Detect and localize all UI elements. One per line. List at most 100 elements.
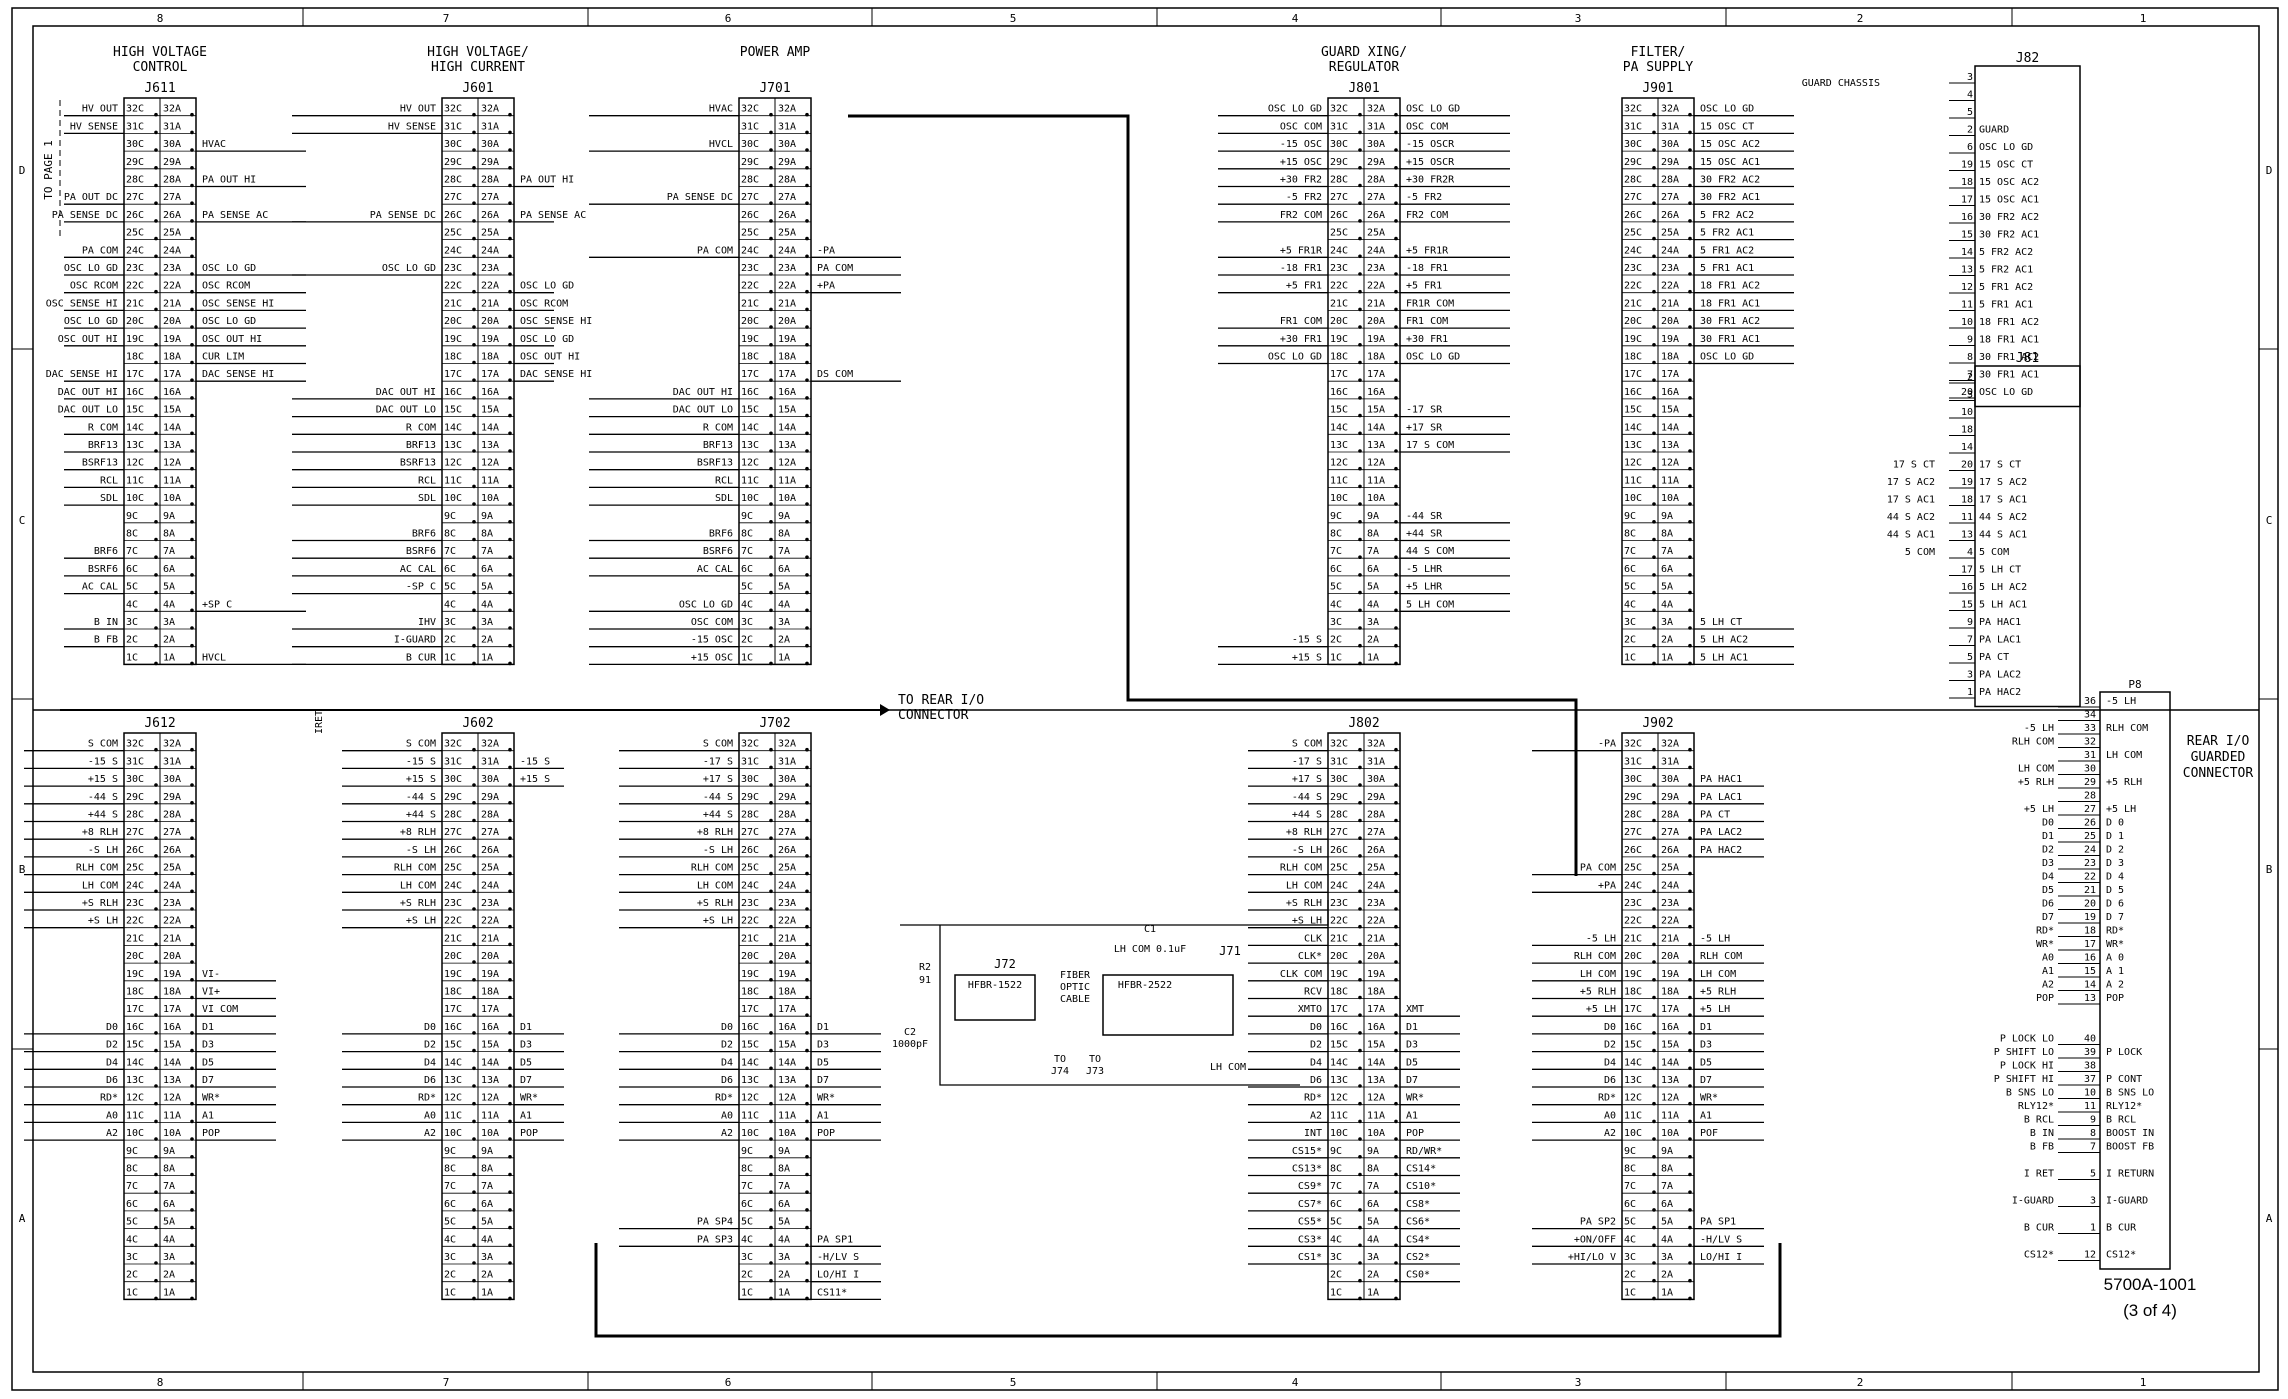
signal-label: D4: [721, 1057, 733, 1068]
pin-label-a: 19A: [1661, 969, 1679, 980]
signal-label: PA OUT HI: [520, 175, 574, 186]
pin-label-a: 11A: [481, 475, 499, 486]
zone-top-2: 2: [1857, 12, 1864, 25]
pin-label-c: 23C: [444, 898, 462, 909]
connector-title: FILTER/: [1631, 45, 1686, 60]
wire-label: I-GUARD: [2012, 1196, 2054, 1207]
wire-label: RLH COM: [2012, 737, 2054, 748]
signal-label: A2: [424, 1128, 436, 1139]
pin-label-c: 5C: [1624, 582, 1636, 593]
pin-number: 3: [1967, 390, 1973, 401]
signal-label: PA SP4: [697, 1217, 733, 1228]
pin-label-c: 7C: [1624, 546, 1636, 557]
pin-number: 18: [2084, 926, 2096, 937]
signal-label: -5 FR2: [1406, 192, 1442, 203]
wire-label: RLY12*: [2018, 1101, 2054, 1112]
pin-label-a: 9A: [481, 1146, 493, 1157]
pin-label-a: 13A: [1367, 440, 1385, 451]
signal-label: LH COM: [697, 880, 733, 891]
zone-left-A: A: [19, 1212, 26, 1225]
pin-label-a: 3A: [778, 617, 790, 628]
pin-label-c: 31C: [126, 756, 144, 767]
pin-label-c: 1C: [1330, 652, 1342, 663]
signal-label: +ON/OFF: [1574, 1234, 1616, 1245]
pin-label-c: 14C: [126, 1057, 144, 1068]
pin-label-a: 25A: [1661, 228, 1679, 239]
signal-label: BSRF6: [406, 546, 436, 557]
signal-label: RCL: [100, 475, 118, 486]
pin-label-a: 13A: [1367, 1075, 1385, 1086]
signal-label: -18 FR1: [1280, 263, 1322, 274]
pin-label-c: 10C: [126, 493, 144, 504]
pin-label-a: 14A: [1367, 1057, 1385, 1068]
signal-label: FR1 COM: [1280, 316, 1322, 327]
rear-io-label: CONNECTOR: [2183, 766, 2254, 781]
pin-label-a: 23A: [1367, 263, 1385, 274]
pin-label-a: 7A: [1661, 546, 1673, 557]
pin-number: 19: [2084, 912, 2096, 923]
wire-label: A0: [2042, 953, 2054, 964]
pin-label-c: 28C: [444, 175, 462, 186]
pin-label-c: 23C: [1624, 898, 1642, 909]
pin-label-c: 14C: [1330, 1057, 1348, 1068]
signal-label: -5 LHR: [1406, 564, 1443, 575]
signal-label: D1: [817, 1022, 829, 1033]
pin-label-c: 24C: [126, 880, 144, 891]
signal-label: 30 FR2 AC1: [1700, 192, 1760, 203]
bus-line: [848, 114, 1578, 876]
pin-signal: PA HAC2: [1979, 687, 2021, 698]
pin-label-c: 6C: [741, 1199, 753, 1210]
pin-label-a: 3A: [1367, 617, 1379, 628]
pin-label-a: 26A: [778, 845, 796, 856]
pin-label-a: 18A: [1661, 987, 1679, 998]
pin-label-a: 10A: [1367, 493, 1385, 504]
pin-number: 18: [1961, 425, 1973, 436]
zone-left-D: D: [19, 164, 26, 177]
pin-label-c: 23C: [1624, 263, 1642, 274]
wire-label: B CUR: [2024, 1223, 2055, 1234]
pin-label-c: 10C: [1330, 1128, 1348, 1139]
pin-label-c: 2C: [1330, 1270, 1342, 1281]
wire-label: B IN: [2030, 1128, 2054, 1139]
signal-label: VI-: [202, 969, 220, 980]
pin-label-a: 5A: [163, 582, 175, 593]
pin-signal: RLY12*: [2106, 1101, 2142, 1112]
pin-signal: P LOCK: [2106, 1047, 2142, 1058]
pin-signal: 15 OSC AC1: [1979, 195, 2039, 206]
signal-label: D5: [202, 1057, 214, 1068]
pin-signal: 30 FR2 AC1: [1979, 230, 2039, 241]
signal-label: RLH COM: [1700, 951, 1742, 962]
pin-label-a: 29A: [163, 157, 181, 168]
signal-label: +30 FR1: [1406, 334, 1448, 345]
pin-label-a: 20A: [1661, 316, 1679, 327]
pin-label-c: 7C: [1330, 1181, 1342, 1192]
pin-label-a: 31A: [163, 756, 181, 767]
pin-label-c: 6C: [126, 1199, 138, 1210]
pin-label-a: 14A: [481, 1057, 499, 1068]
pin-label-a: 32A: [1661, 104, 1679, 115]
signal-label: CS8*: [1406, 1199, 1430, 1210]
pin-number: 37: [2084, 1074, 2096, 1085]
pin-label-c: 13C: [126, 440, 144, 451]
pin-label-c: 32C: [126, 739, 144, 750]
pin-number: 40: [2084, 1034, 2096, 1045]
pin-label-a: 2A: [1661, 1270, 1673, 1281]
pin-label-a: 30A: [1367, 774, 1385, 785]
pin-label-a: 10A: [1367, 1128, 1385, 1139]
pin-label-a: 26A: [163, 845, 181, 856]
signal-label: +S LH: [406, 916, 436, 927]
pin-number: 2: [1967, 125, 1973, 136]
pin-label-a: 1A: [1661, 652, 1673, 663]
pin-label-c: 22C: [741, 281, 759, 292]
pin-label-a: 11A: [1367, 475, 1385, 486]
pin-label-a: 15A: [1661, 1040, 1679, 1051]
pin-number: 9: [1967, 335, 1973, 346]
wire-label: LH COM: [2018, 764, 2054, 775]
pin-label-c: 10C: [444, 1128, 462, 1139]
signal-label: RD*: [1598, 1093, 1616, 1104]
pin-label-c: 30C: [1624, 139, 1642, 150]
pin-signal: 5 LH AC1: [1979, 600, 2027, 611]
